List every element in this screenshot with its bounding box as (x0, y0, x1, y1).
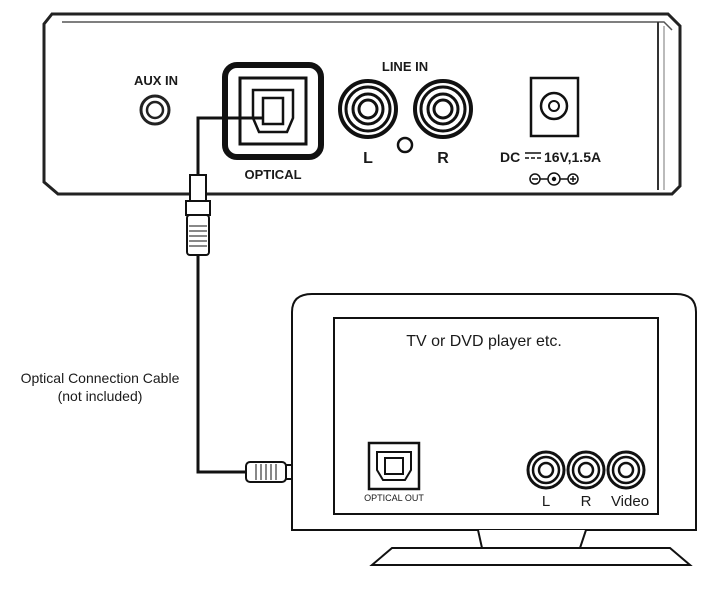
line-in-right-label: R (437, 150, 449, 167)
dc-symbol-icon (525, 152, 541, 159)
line-in-left-label: L (363, 150, 373, 167)
tv-left-label: L (542, 493, 550, 510)
line-in-right-jack (413, 79, 473, 139)
line-in-label: LINE IN (382, 59, 428, 74)
optical-out-label: OPTICAL OUT (364, 493, 424, 503)
aux-in-label: AUX IN (134, 73, 178, 88)
optical-out-port (367, 441, 421, 491)
line-in-left-jack (338, 79, 398, 139)
tv-video-label: Video (611, 493, 649, 510)
tv-video-jack (606, 450, 646, 490)
dc-rating: 16V,1.5A (544, 149, 601, 165)
cable-label-line1: Optical Connection Cable (21, 370, 180, 386)
dc-power-jack (529, 76, 580, 138)
tv-right-jack (566, 450, 606, 490)
tv-left-jack (526, 450, 566, 490)
tv-title: TV or DVD player etc. (406, 333, 562, 350)
optical-in-port (222, 62, 324, 160)
cable-label-line2: (not included) (58, 388, 143, 404)
aux-in-jack (139, 94, 171, 126)
polarity-symbol-icon (529, 172, 579, 186)
optical-label: OPTICAL (244, 167, 301, 182)
tv-right-label: R (581, 493, 592, 510)
dc-label: DC (500, 149, 520, 165)
line-in-indicator (396, 136, 414, 154)
